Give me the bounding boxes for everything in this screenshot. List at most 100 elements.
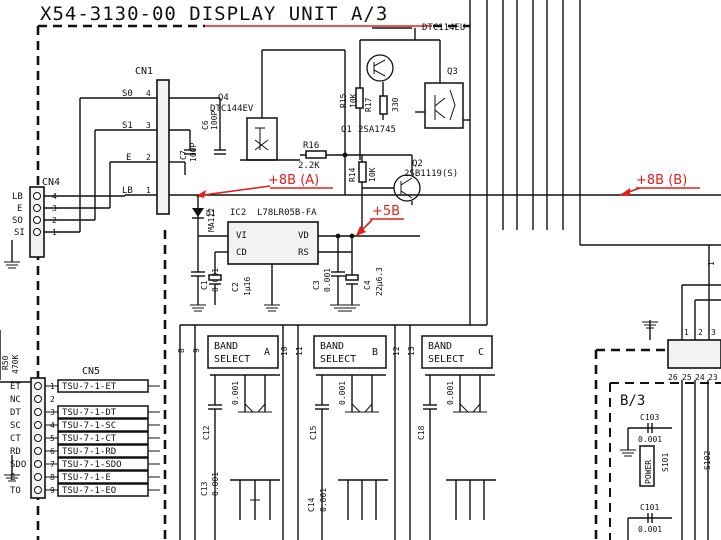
ic2-pin-rs: RS [298,248,309,258]
c12-ref: C12 [202,425,211,440]
diagram-title: X54-3130-00 DISPLAY UNIT A/3 [40,3,388,25]
cn5-net-box [57,379,149,393]
cn5-net-box [57,418,149,432]
cn5-pin-contact [34,473,42,481]
cn4-pin-label: E [17,204,22,214]
cn5-pin-contact [34,382,42,390]
cn1-pin-label: S1 [122,121,133,131]
resistor-r50: R50 470K [0,330,31,482]
cn5-net-label: TSU-7-1-ET [62,382,117,392]
cn5-pin-contact [34,447,42,455]
cn4-pin-label: SI [14,228,25,238]
cn1-pin-num: 1 [146,186,151,195]
c15-ref: C15 [309,425,318,440]
c13-value: 0.001 [231,381,240,405]
connector-cn1: CN1 S0 4 S1 3 E 2 LB 1 [80,66,220,215]
q3-ref: Q3 [447,67,458,77]
section-b3-label: B/3 [620,393,645,409]
cn5-net-box [57,405,149,419]
c4-value: 22μ6.3 [375,267,384,296]
net-number: 11 [295,346,304,356]
r16-value: 2.2K [298,161,320,171]
c1-ref: C1 [200,280,209,290]
q4-section: Q4 DTC144EV C6 100P C7 100P [179,49,345,175]
band-switch-section-a: C12 0.001 C13 0.001 [200,374,280,540]
r50-value: 470K [11,355,20,374]
cn5-net-box [57,483,149,497]
c14-value: 0.001 [319,488,328,512]
net-number: 10 [280,346,289,356]
band-select-label: SELECT [214,354,250,365]
c101-ref: C101 [640,503,659,512]
cn5-pin-label: CT [10,434,21,444]
ic2-regulator: IC2 L78LR05B-FA VI VD CD RS +5B [198,204,420,312]
band-select-label: SELECT [428,354,464,365]
r50-ref: R50 [1,355,10,370]
c13-ref: C13 [200,481,209,496]
r14-value: 10K [368,167,377,182]
r16-ref: R16 [303,141,319,151]
c103-value: 0.001 [638,435,662,444]
section-b3: B/3 1 2 3 26 25 24 23 C103 0.001 POWER S… [620,284,721,540]
ic2-pin-cd: CD [236,248,247,258]
r15-ref: R15 [339,93,348,108]
rail-label-8b-b: +8B (B) [636,173,687,188]
band-select-b: BAND SELECT B [313,335,387,369]
cn1-pin-num: 3 [146,121,151,130]
band-select-c: BAND SELECT C [421,335,493,369]
cn1-pin-num: 2 [146,153,151,162]
cn1-pin-label: LB [122,186,133,196]
c7-ref: C7 [179,150,188,160]
band-bus: 8 9 10 11 12 13 1 [177,245,716,540]
cn1-pin-num: 4 [146,89,151,98]
r17-ref: R17 [364,97,373,112]
q1-ref: Q1 [341,125,352,135]
net-number: 9 [192,348,201,353]
rail-label-8b-a: +8B (A) [268,173,319,188]
d1-ref: D1 [206,209,216,218]
band-select-label: BAND [214,341,238,352]
ic2-pin-vi: VI [236,231,247,241]
cn5-net-label: TSU-7-1-SDO [62,460,122,470]
c12-value: 0.001 [211,472,220,496]
cn5-pin-contact [34,395,42,403]
c4-ref: C4 [363,280,372,290]
b3-conn-top: 1 [684,328,689,337]
cn5-pin-label: SDO [10,460,26,470]
c18-ref: C18 [417,425,426,440]
cn5-net-label: TSU-7-1-DT [62,408,117,418]
cn5-net-box [57,470,149,484]
cn5-pin-num: 2 [50,395,55,404]
cn5-net-label: TSU-7-1-CT [62,434,117,444]
b3-conn-bottom: 26 [668,373,678,382]
c101-value: 0.001 [638,525,662,534]
power-label: POWER [644,460,653,484]
q2-part: 2SB1119(S) [404,169,458,179]
c6-value: 100P [210,111,219,130]
cn5-net-label: TSU-7-1-EO [62,486,116,496]
band-switch-section-b: C15 0.001 C14 0.001 [307,374,388,540]
q4-part: DTC144EV [210,104,254,114]
cn5-name: CN5 [82,366,100,377]
b3-conn-bottom: 24 [695,373,705,382]
cn1-pin-label: S0 [122,89,133,99]
cn4-pin-label: SO [12,216,23,226]
c15-value: 0.001 [338,381,347,405]
cn1-pin-label: E [126,153,131,163]
cn5-pin-label: NC [10,395,21,405]
cn5-pin-contact [34,460,42,468]
q3-part: DTC114EU [422,23,465,33]
c14-ref: C14 [307,497,316,512]
b3-conn-bottom: 25 [682,373,692,382]
cn5-net-box [57,431,149,445]
ic2-pin-vd: VD [298,231,309,241]
band-switch-section-c: C18 0.001 [417,374,496,540]
c3-value: 0.001 [323,268,332,292]
b3-conn-top: 3 [711,328,716,337]
band-select-letter: A [264,347,270,358]
cn5-pin-label: DT [10,408,21,418]
ic2-ref: IC2 [230,208,246,218]
net-number: 13 [407,346,416,356]
